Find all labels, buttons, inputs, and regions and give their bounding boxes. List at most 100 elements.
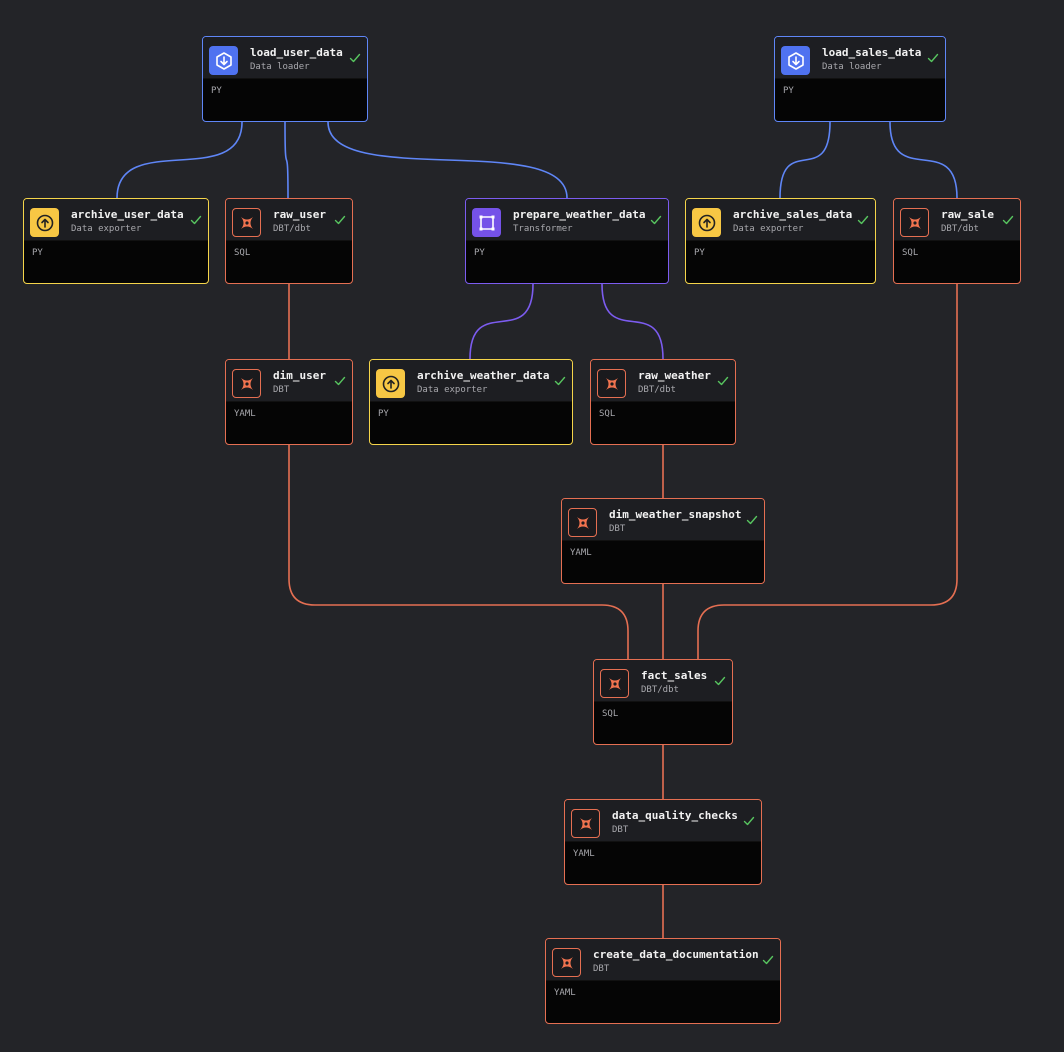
dbt-icon <box>568 508 597 537</box>
success-check-icon <box>334 372 346 386</box>
upload-icon <box>30 208 59 237</box>
dbt-icon <box>552 948 581 977</box>
edge-load_user_data-to-prepare_weather_data <box>327 121 568 199</box>
block-title: load_user_data <box>250 46 343 59</box>
block-type: Data exporter <box>733 224 804 234</box>
block-language: SQL <box>902 248 919 258</box>
success-check-icon <box>334 211 346 225</box>
success-check-icon <box>714 672 726 686</box>
block-language: SQL <box>602 709 619 719</box>
success-check-icon <box>746 511 758 525</box>
block-title: create_data_documentation <box>593 948 759 961</box>
block-title: data_quality_checks <box>612 809 738 822</box>
block-title: archive_weather_data <box>417 369 550 382</box>
block-type: DBT/dbt <box>941 224 979 234</box>
block-language: YAML <box>570 548 592 558</box>
block-type: Transformer <box>513 224 573 234</box>
edge-load_sales_data-to-raw_sale <box>889 121 958 199</box>
block-language: SQL <box>599 409 616 419</box>
block-title: archive_user_data <box>71 208 184 221</box>
edge-raw_sale-to-fact_sales <box>697 284 958 659</box>
block-language: YAML <box>554 988 576 998</box>
block-language: PY <box>474 248 485 258</box>
success-check-icon <box>650 211 662 225</box>
block-type: DBT/dbt <box>273 224 311 234</box>
success-check-icon <box>190 211 202 225</box>
block-language: YAML <box>234 409 256 419</box>
success-check-icon <box>717 372 729 386</box>
success-check-icon <box>554 372 566 386</box>
success-check-icon <box>1002 211 1014 225</box>
block-language: PY <box>211 86 222 96</box>
block-type: Data exporter <box>71 224 142 234</box>
block-type: DBT <box>612 825 629 835</box>
dbt-icon <box>900 208 929 237</box>
block-type: DBT/dbt <box>638 385 676 395</box>
block-language: SQL <box>234 248 251 258</box>
block-type: DBT <box>609 524 626 534</box>
block-type: Data exporter <box>417 385 488 395</box>
dbt-icon <box>600 669 629 698</box>
block-title: raw_sale <box>941 208 994 221</box>
block-language: PY <box>694 248 705 258</box>
edge-dim_user-to-fact_sales <box>288 445 629 659</box>
success-check-icon <box>743 812 755 826</box>
block-language: PY <box>378 409 389 419</box>
download-icon <box>209 46 238 75</box>
block-language: PY <box>32 248 43 258</box>
block-language: PY <box>783 86 794 96</box>
block-language: YAML <box>573 849 595 859</box>
success-check-icon <box>762 951 774 965</box>
block-title: raw_user <box>273 208 326 221</box>
block-type: DBT <box>593 964 610 974</box>
block-title: prepare_weather_data <box>513 208 646 221</box>
block-title: raw_weather <box>638 369 711 382</box>
success-check-icon <box>927 49 939 63</box>
success-check-icon <box>857 211 869 225</box>
block-type: DBT <box>273 385 290 395</box>
dbt-icon <box>597 369 626 398</box>
edge-prepare_weather_data-to-raw_weather <box>601 283 664 360</box>
download-icon <box>781 46 810 75</box>
block-type: Data loader <box>250 62 310 72</box>
transform-icon <box>472 208 501 237</box>
edge-load_sales_data-to-archive_sales_data <box>779 121 831 199</box>
block-title: dim_weather_snapshot <box>609 508 742 521</box>
block-title: load_sales_data <box>822 46 922 59</box>
success-check-icon <box>349 49 361 63</box>
block-title: archive_sales_data <box>733 208 853 221</box>
block-title: dim_user <box>273 369 326 382</box>
block-type: DBT/dbt <box>641 685 679 695</box>
edge-load_user_data-to-raw_user <box>284 121 289 199</box>
block-type: Data loader <box>822 62 882 72</box>
upload-icon <box>692 208 721 237</box>
block-title: fact_sales <box>641 669 708 682</box>
upload-icon <box>376 369 405 398</box>
